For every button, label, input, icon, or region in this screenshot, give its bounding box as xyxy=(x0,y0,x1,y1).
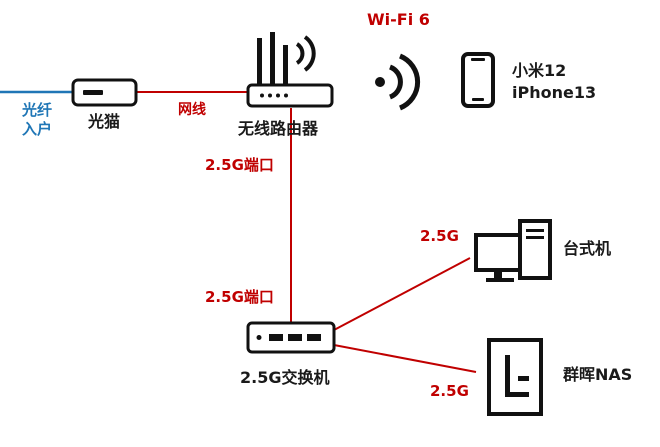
desktop-link-label: 2.5G xyxy=(420,227,459,245)
router-port-label: 2.5G端口 xyxy=(205,156,274,174)
fiber-in-label: 光纤 入户 xyxy=(22,101,53,138)
switch-label: 2.5G交换机 xyxy=(240,368,330,387)
nas-icon xyxy=(487,338,543,416)
switch-desktop-cable xyxy=(333,257,471,331)
smartphone-icon xyxy=(461,52,495,108)
router-label: 无线路由器 xyxy=(238,119,319,138)
switch-port-label: 2.5G端口 xyxy=(205,288,274,306)
switch-nas-cable xyxy=(333,344,477,373)
desktop-computer-icon xyxy=(474,219,552,282)
phones-label: 小米12 iPhone13 xyxy=(512,61,597,102)
nas-link-label: 2.5G xyxy=(430,382,469,400)
wifi-signal-icon xyxy=(375,53,421,111)
nas-label: 群晖NAS xyxy=(563,365,633,384)
cable-label: 网线 xyxy=(178,102,206,118)
wifi-label: Wi-Fi 6 xyxy=(367,10,430,29)
network-switch-icon xyxy=(246,321,336,354)
modem-label: 光猫 xyxy=(88,112,121,131)
desktop-label: 台式机 xyxy=(563,239,612,258)
modem-icon xyxy=(71,78,138,107)
wifi-router-icon xyxy=(246,32,334,108)
